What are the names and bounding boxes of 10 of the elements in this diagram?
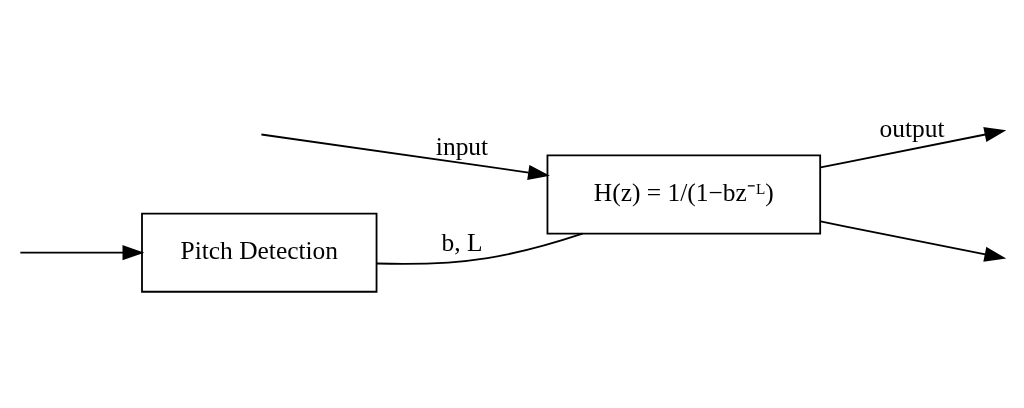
edge-label: output — [879, 113, 945, 143]
arrow — [819, 220, 1007, 262]
arrow — [819, 127, 1007, 169]
edge-label: b, L — [441, 228, 483, 258]
arrow — [19, 245, 145, 261]
node-box: H(z) = 1/(1−bz⁻ᴸ) — [546, 154, 822, 235]
connector — [375, 232, 584, 265]
arrow — [260, 133, 550, 181]
node-box: Pitch Detection — [141, 212, 378, 293]
edge-label: input — [435, 131, 489, 161]
